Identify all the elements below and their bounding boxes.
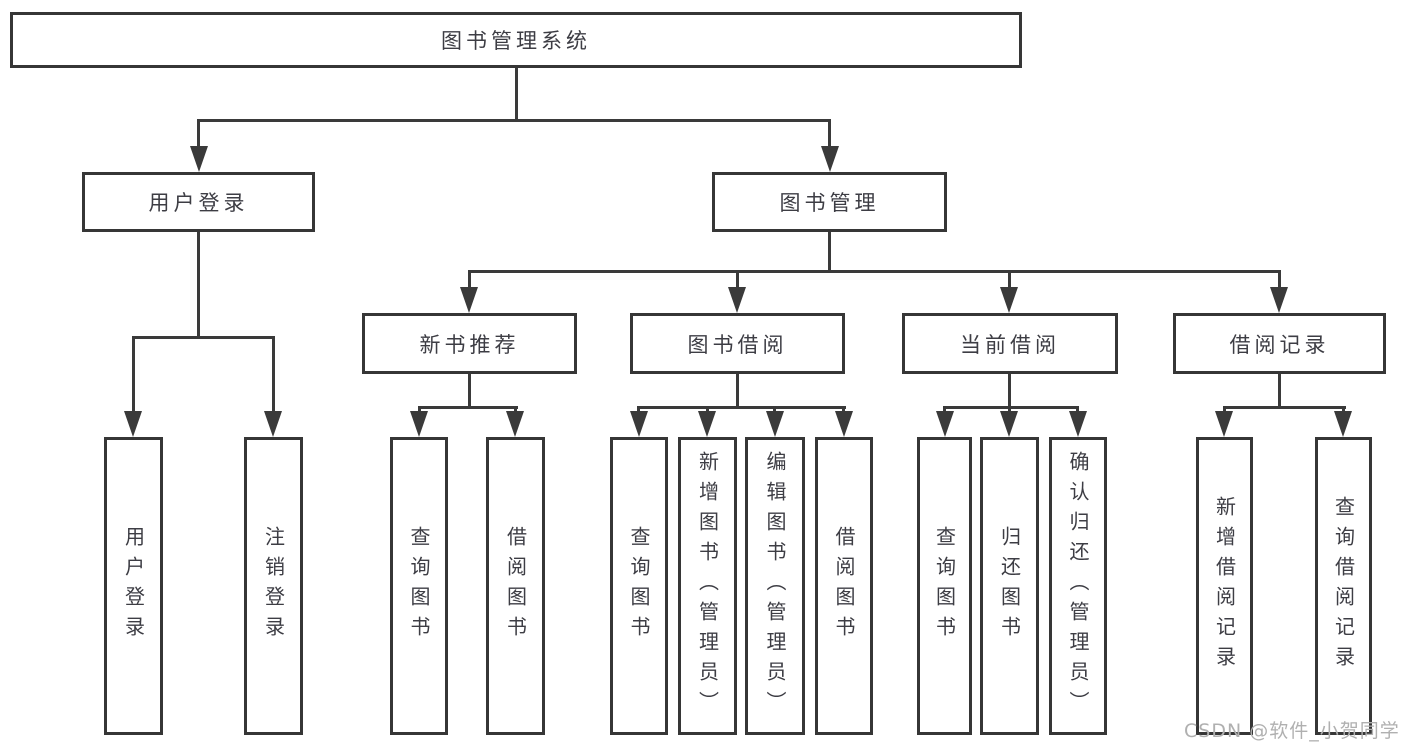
connector-vline <box>736 270 739 290</box>
leaf-user-login: 用户登录 <box>104 437 163 735</box>
leaf-label: 注销登录 <box>261 526 286 646</box>
connector-vline <box>1278 374 1281 409</box>
connector-vline <box>1008 270 1011 290</box>
connector-hline <box>418 406 518 409</box>
connector-hline <box>197 119 831 122</box>
connector-hline <box>468 270 1281 273</box>
leaf-label: 借阅图书 <box>832 526 856 646</box>
arrowhead-down-icon <box>410 411 428 437</box>
arrowhead-down-icon <box>1270 287 1288 313</box>
arrowhead-down-icon <box>1334 411 1352 437</box>
leaf-borrowing-borrow-books: 借阅图书 <box>815 437 873 735</box>
arrowhead-down-icon <box>821 146 839 172</box>
connector-vline <box>468 270 471 290</box>
leaf-borrowing-query-books: 查询图书 <box>610 437 668 735</box>
leaf-add-book-admin: 新增图书（管理员） <box>678 437 737 735</box>
arrowhead-down-icon <box>766 411 784 437</box>
connector-vline <box>1278 270 1281 290</box>
leaf-label: 用户登录 <box>121 526 146 646</box>
node-library-management-system: 图书管理系统 <box>10 12 1022 68</box>
leaf-label: 查询借阅记录 <box>1331 496 1356 676</box>
connector-vline <box>828 232 831 273</box>
leaf-add-borrow-record: 新增借阅记录 <box>1196 437 1253 735</box>
connector-vline <box>272 336 275 414</box>
leaf-query-borrow-record: 查询借阅记录 <box>1315 437 1372 735</box>
arrowhead-down-icon <box>190 146 208 172</box>
arrowhead-down-icon <box>264 411 282 437</box>
arrowhead-down-icon <box>728 287 746 313</box>
arrowhead-down-icon <box>1215 411 1233 437</box>
leaf-label: 新增图书（管理员） <box>695 451 720 721</box>
leaf-label: 确认归还（管理员） <box>1066 451 1090 721</box>
leaf-label: 查询图书 <box>627 526 651 646</box>
node-label: 借阅记录 <box>1229 332 1330 357</box>
connector-hline <box>132 336 275 339</box>
node-label: 图书借阅 <box>687 332 788 357</box>
watermark: CSDN @软件_小贺同学 <box>1184 720 1400 742</box>
leaf-recommend-query-books: 查询图书 <box>390 437 448 735</box>
arrowhead-down-icon <box>630 411 648 437</box>
arrowhead-down-icon <box>124 411 142 437</box>
connector-vline <box>736 374 739 409</box>
node-book-borrowing: 图书借阅 <box>630 313 845 374</box>
node-label: 新书推荐 <box>419 332 520 357</box>
leaf-label: 借阅图书 <box>503 526 528 646</box>
arrowhead-down-icon <box>506 411 524 437</box>
arrowhead-down-icon <box>835 411 853 437</box>
node-current-borrowing: 当前借阅 <box>902 313 1118 374</box>
connector-hline <box>637 406 846 409</box>
node-borrowing-records: 借阅记录 <box>1173 313 1386 374</box>
leaf-label: 查询图书 <box>407 526 431 646</box>
connector-hline <box>1223 406 1346 409</box>
connector-vline <box>515 68 518 120</box>
connector-vline <box>828 119 831 149</box>
leaf-logout: 注销登录 <box>244 437 303 735</box>
leaf-label: 查询图书 <box>932 526 957 646</box>
arrowhead-down-icon <box>698 411 716 437</box>
leaf-label: 归还图书 <box>997 526 1022 646</box>
connector-hline <box>943 406 1079 409</box>
node-label: 图书管理 <box>779 191 880 215</box>
connector-vline <box>1008 374 1011 409</box>
node-book-management: 图书管理 <box>712 172 947 232</box>
leaf-return-books: 归还图书 <box>980 437 1039 735</box>
leaf-confirm-return-admin: 确认归还（管理员） <box>1049 437 1107 735</box>
node-user-login: 用户登录 <box>82 172 315 232</box>
arrowhead-down-icon <box>1000 287 1018 313</box>
arrowhead-down-icon <box>1069 411 1087 437</box>
leaf-edit-book-admin: 编辑图书（管理员） <box>745 437 805 735</box>
connector-vline <box>197 119 200 149</box>
arrowhead-down-icon <box>1000 411 1018 437</box>
node-new-book-recommendation: 新书推荐 <box>362 313 577 374</box>
leaf-label: 编辑图书（管理员） <box>763 451 787 721</box>
node-label: 图书管理系统 <box>441 29 591 53</box>
leaf-label: 新增借阅记录 <box>1212 496 1237 676</box>
leaf-current-query-books: 查询图书 <box>917 437 972 735</box>
connector-vline <box>197 232 200 339</box>
connector-vline <box>132 336 135 414</box>
leaf-recommend-borrow-books: 借阅图书 <box>486 437 545 735</box>
connector-vline <box>468 374 471 409</box>
node-label: 用户登录 <box>148 191 249 215</box>
arrowhead-down-icon <box>936 411 954 437</box>
arrowhead-down-icon <box>460 287 478 313</box>
node-label: 当前借阅 <box>960 332 1060 357</box>
